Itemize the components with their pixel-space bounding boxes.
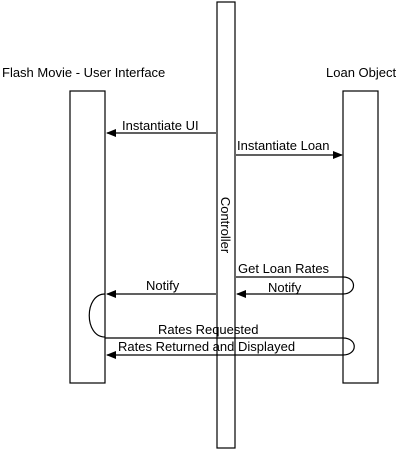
controller-lifeline-box xyxy=(216,1,236,449)
ui-loop-curve xyxy=(88,293,106,338)
ui-participant-label: Flash Movie - User Interface xyxy=(2,65,165,80)
msg-get-loan-rates-label: Get Loan Rates xyxy=(238,261,330,276)
loan-loop-curve-2 xyxy=(342,337,355,356)
ui-lifeline-box xyxy=(69,90,106,384)
msg-notify-ui-label: Notify xyxy=(146,278,180,293)
msg-instantiate-ui-label: Instantiate UI xyxy=(122,118,199,133)
msg-rates-requested-label: Rates Requested xyxy=(158,322,258,337)
controller-label: Controller xyxy=(218,197,233,254)
loan-participant-label: Loan Object xyxy=(326,65,396,80)
msg-instantiate-loan-label: Instantiate Loan xyxy=(237,138,330,153)
loan-lifeline-box xyxy=(342,90,379,384)
msg-notify-controller-label: Notify xyxy=(268,280,302,295)
loan-loop-curve xyxy=(342,276,355,295)
msg-rates-returned-label: Rates Returned and Displayed xyxy=(118,339,295,354)
